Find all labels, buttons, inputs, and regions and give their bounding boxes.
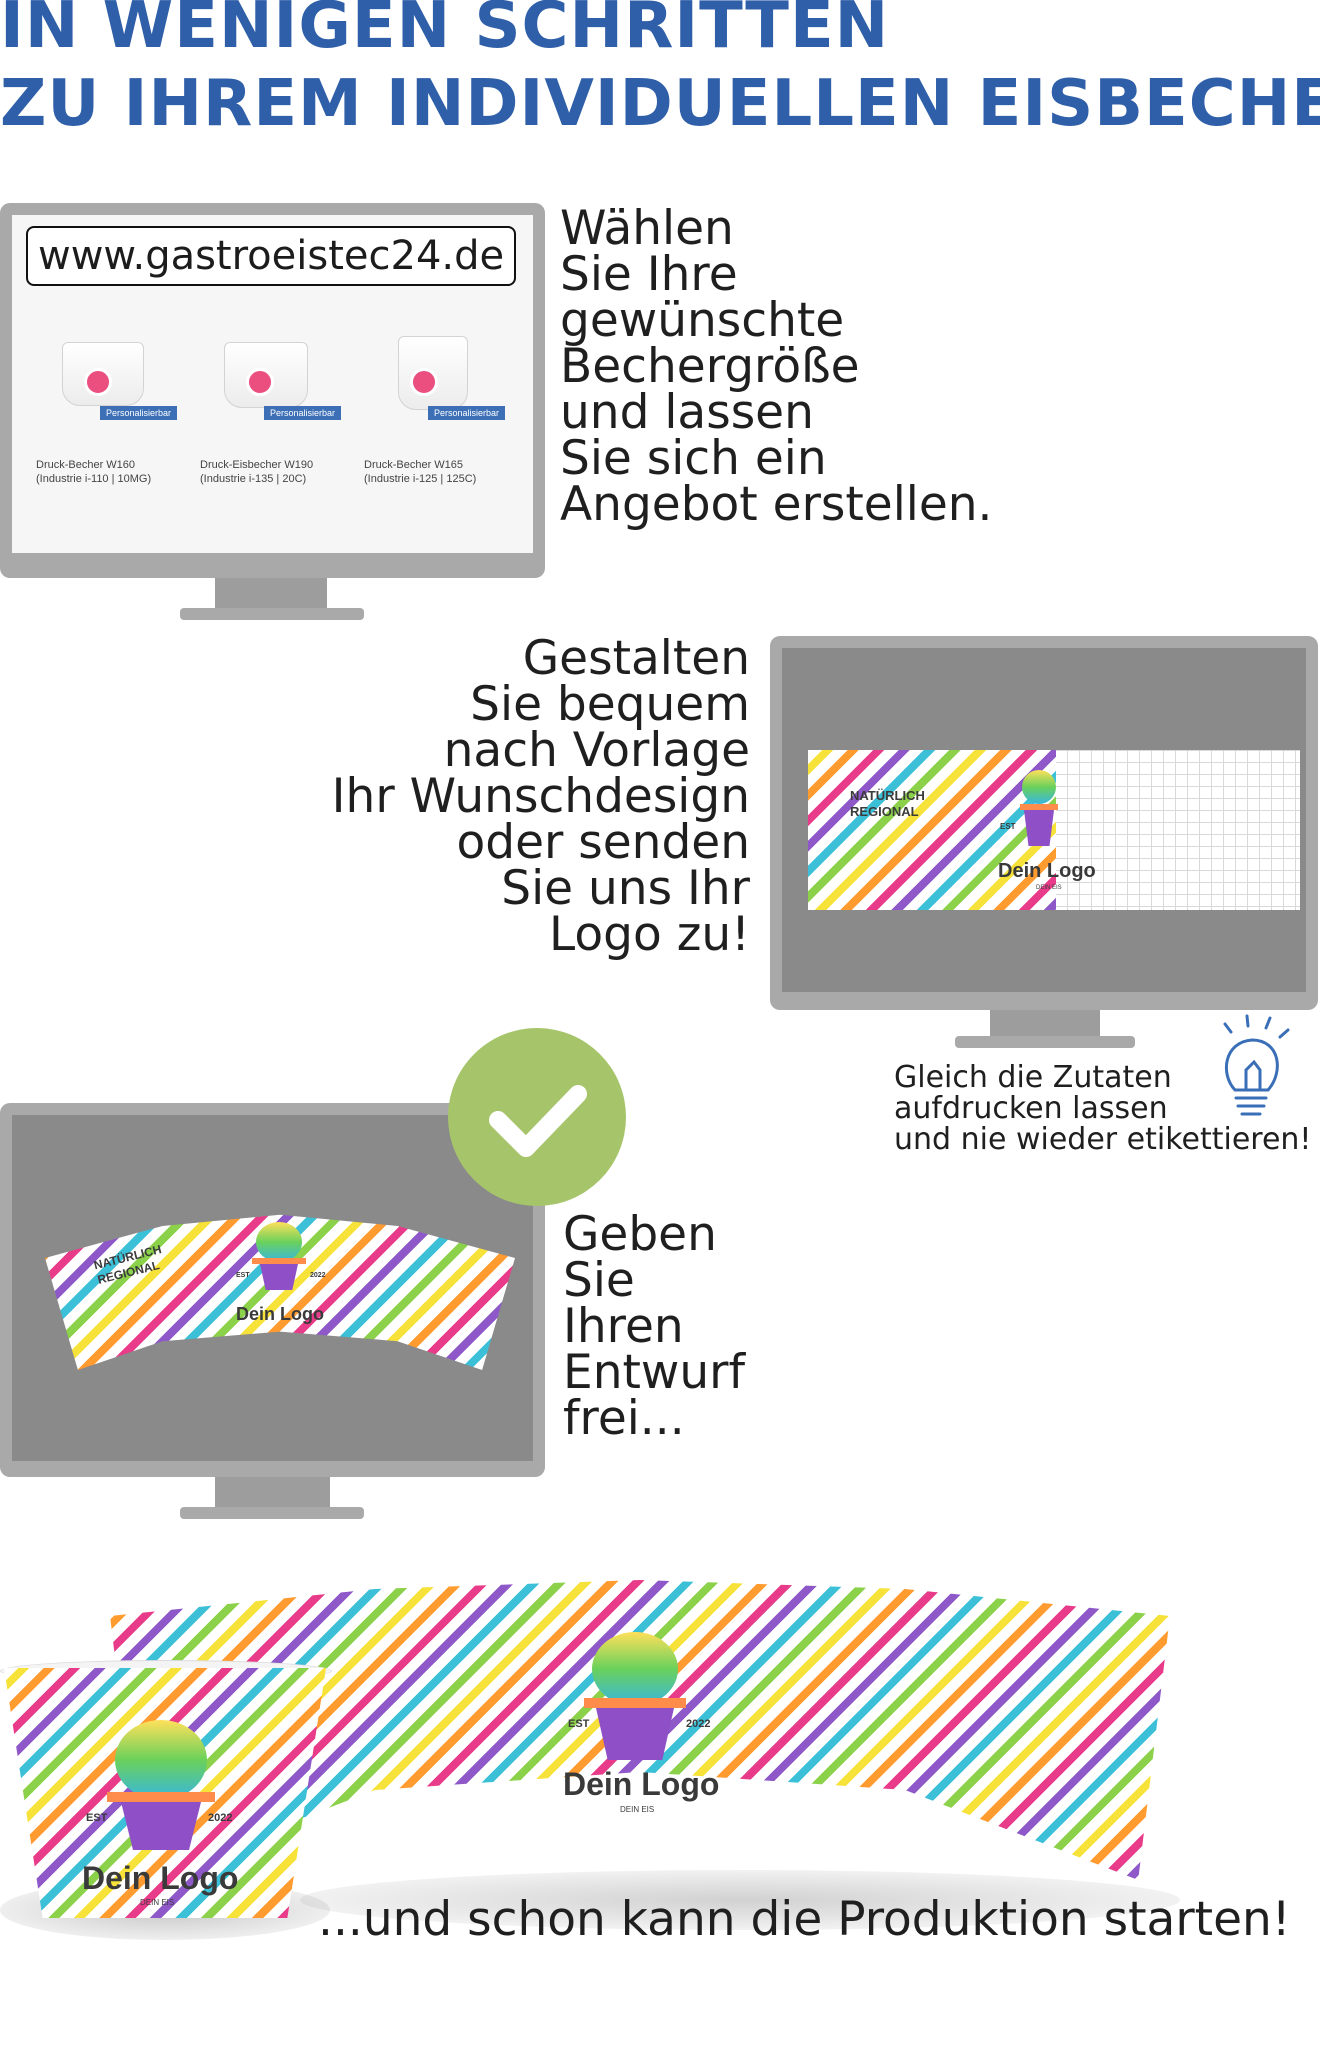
product-card-1[interactable]: Personalisierbar Druck-Becher W160 (Indu… [30, 300, 190, 490]
step3-text: Geben Sie Ihren Entwurf frei... [563, 1207, 746, 1446]
cup-est: EST [86, 1812, 108, 1824]
design-template-grid [1055, 750, 1300, 910]
template-badge-text: NATÜRLICH REGIONAL [850, 788, 925, 819]
headline-line2: ZU IHREM INDIVIDUELLEN EISBECHER [0, 67, 1320, 141]
preview-year: 2022 [310, 1272, 326, 1279]
cup-logo-dot [246, 368, 274, 396]
product-name: Druck-Becher W160 (Industrie i-110 | 10M… [36, 459, 152, 485]
template-sub: DEIN EIS [1036, 885, 1062, 891]
personalisierbar-badge: Personalisierbar [264, 406, 342, 420]
sleeve-sub: DEIN EIS [620, 1805, 655, 1814]
headline-line1: IN WENIGEN SCHRITTEN [0, 0, 890, 63]
final-text: ...und schon kann die Produktion starten… [318, 1892, 1291, 1947]
preview-est: EST [236, 1272, 250, 1279]
product-name: Druck-Eisbecher W190 (Industrie i-135 | … [200, 459, 314, 485]
cup-logo-dot [84, 368, 112, 396]
product-card-3[interactable]: Personalisierbar Druck-Becher W165 (Indu… [358, 300, 518, 490]
template-logo-text: Dein Logo [998, 860, 1096, 882]
template-est: EST [1000, 822, 1016, 831]
step1-text: Wählen Sie Ihre gewünschte Bechergröße u… [560, 201, 993, 532]
tip-text: Gleich die Zutaten aufdrucken lassen und… [894, 1060, 1312, 1157]
sleeve-year: 2022 [686, 1718, 711, 1730]
sleeve-est: EST [568, 1718, 590, 1730]
step2-text: Gestalten Sie bequem nach Vorlage Ihr Wu… [331, 631, 750, 962]
cup-logo-text: Dein Logo [82, 1860, 239, 1896]
url-box[interactable]: www.gastroeistec24.de [26, 226, 517, 286]
ice-cream-logo-icon [105, 1720, 215, 1850]
lightbulb-icon [1223, 1014, 1290, 1116]
checkmark-icon [489, 1085, 587, 1157]
personalisierbar-badge: Personalisierbar [428, 406, 506, 420]
cup-sub: DEIN EIS [140, 1898, 175, 1907]
cup-logo-dot [410, 368, 438, 396]
ice-cream-logo-icon [1018, 770, 1058, 860]
ice-cream-logo-icon [580, 1632, 690, 1762]
cup-year: 2022 [208, 1812, 233, 1824]
preview-logo-text: Dein Logo [236, 1304, 324, 1324]
sleeve-logo-text: Dein Logo [563, 1766, 720, 1802]
personalisierbar-badge: Personalisierbar [100, 406, 178, 420]
design-template-stripes [808, 750, 1056, 910]
product-card-2[interactable]: Personalisierbar Druck-Eisbecher W190 (I… [194, 300, 354, 490]
product-name: Druck-Becher W165 (Industrie i-125 | 125… [364, 459, 477, 485]
ice-cream-logo-icon [250, 1222, 310, 1292]
check-badge [448, 1028, 626, 1206]
band-shadow [300, 1870, 1180, 1930]
